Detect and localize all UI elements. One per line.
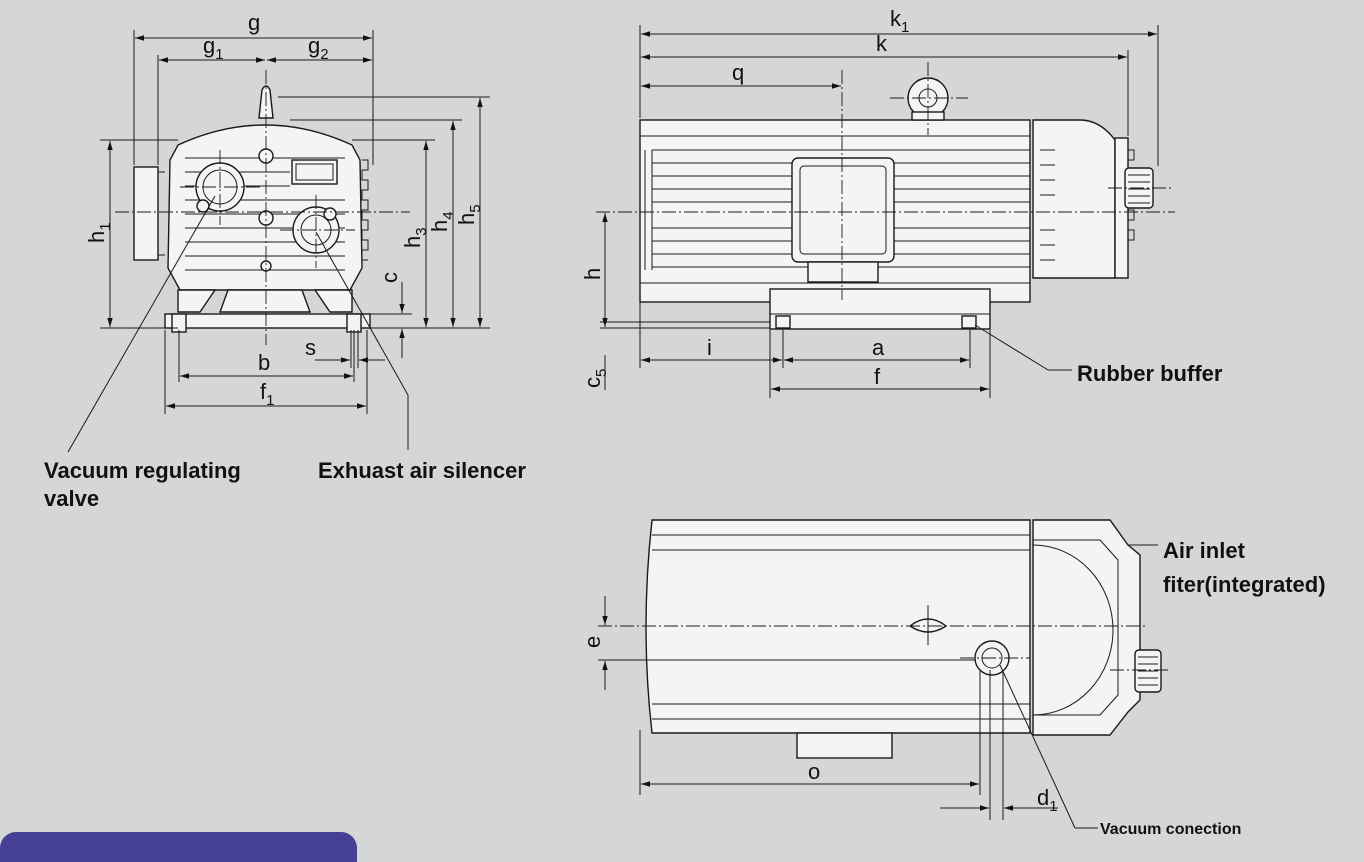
top-dimensions bbox=[598, 544, 1158, 829]
dim-d1: d1 bbox=[1037, 785, 1058, 815]
front-filter-block bbox=[133, 166, 159, 261]
callout-labels: Vacuum regulating valve Exhuast air sile… bbox=[44, 361, 1326, 838]
front-view bbox=[115, 70, 410, 345]
label-rubber-buffer: Rubber buffer bbox=[1077, 361, 1223, 386]
dim-a: a bbox=[872, 335, 885, 360]
label-air-inlet-2: fiter(integrated) bbox=[1163, 572, 1326, 597]
dim-i: i bbox=[707, 335, 712, 360]
front-left-foot bbox=[177, 289, 217, 313]
dim-o: o bbox=[808, 759, 820, 784]
dim-h: h bbox=[580, 268, 605, 280]
dim-k: k bbox=[876, 31, 888, 56]
dim-e: e bbox=[580, 636, 605, 648]
dim-h1: h1 bbox=[84, 222, 114, 243]
label-vacuum-valve-2: valve bbox=[44, 486, 99, 511]
front-right-foot bbox=[313, 289, 353, 313]
label-exhaust-silencer: Exhuast air silencer bbox=[318, 458, 526, 483]
dimension-labels: g g1 g2 h1 h3 h4 h5 c b s f1 k1 k q h i … bbox=[84, 6, 1058, 815]
dim-h3: h3 bbox=[400, 227, 430, 248]
dim-g1: g1 bbox=[203, 33, 224, 63]
dim-c5: c5 bbox=[580, 369, 610, 388]
front-dimensions bbox=[67, 30, 490, 453]
side-filter-housing bbox=[1032, 119, 1116, 279]
dim-g2: g2 bbox=[308, 33, 329, 63]
side-base bbox=[769, 288, 991, 330]
dim-f1: f1 bbox=[260, 379, 274, 409]
label-air-inlet: Air inlet bbox=[1163, 538, 1246, 563]
dim-c: c bbox=[377, 272, 402, 283]
dim-b: b bbox=[258, 350, 270, 375]
dim-h5: h5 bbox=[454, 204, 484, 225]
dim-s: s bbox=[305, 335, 316, 360]
top-filter-housing bbox=[1032, 519, 1141, 736]
top-body bbox=[645, 519, 1031, 734]
dim-q: q bbox=[732, 60, 744, 85]
side-inlet-window bbox=[791, 157, 895, 263]
front-base bbox=[164, 313, 371, 329]
dim-f: f bbox=[874, 364, 881, 389]
side-view bbox=[596, 62, 1175, 330]
label-vacuum-valve: Vacuum regulating bbox=[44, 458, 241, 483]
dim-g: g bbox=[248, 10, 260, 35]
top-view bbox=[598, 519, 1168, 759]
footer-tab bbox=[0, 832, 357, 862]
dim-h4: h4 bbox=[427, 211, 457, 232]
dim-k1: k1 bbox=[890, 6, 909, 36]
side-dimensions bbox=[602, 25, 1159, 398]
label-vacuum-connection: Vacuum conection bbox=[1100, 821, 1241, 838]
top-foot bbox=[796, 732, 893, 759]
